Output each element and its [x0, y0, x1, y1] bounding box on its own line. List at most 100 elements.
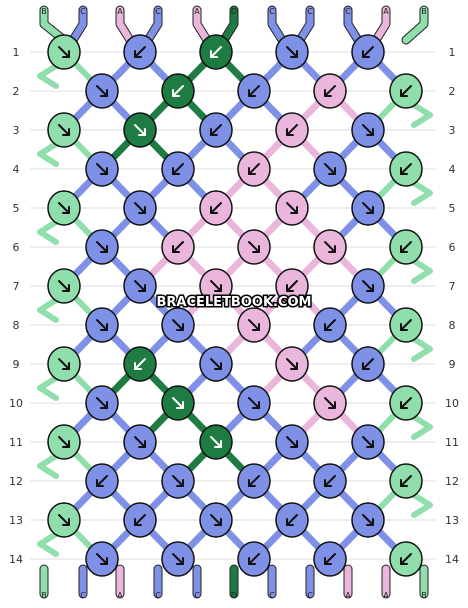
arrow-head-icon: [400, 401, 408, 409]
forward-arrow-icon: [210, 280, 222, 292]
arrow-head-icon: [248, 479, 256, 487]
knot: [199, 346, 233, 382]
forward-arrow-icon: [362, 514, 374, 526]
arrow-head-icon: [210, 128, 218, 136]
backward-arrow-icon: [134, 46, 146, 58]
knot: [237, 151, 271, 187]
backward-arrow-icon: [362, 46, 374, 58]
backward-arrow-icon: [134, 514, 146, 526]
knot: [85, 151, 119, 187]
knot: [389, 385, 423, 421]
backward-arrow-icon: [248, 475, 260, 487]
backward-arrow-icon: [400, 319, 412, 331]
arrow-head-icon: [400, 167, 408, 175]
arrow-head-icon: [138, 128, 146, 136]
forward-arrow-icon: [134, 124, 146, 136]
arrow-head-icon: [290, 50, 298, 58]
arrow-head-icon: [176, 479, 184, 487]
backward-arrow-icon: [172, 163, 184, 175]
arrow-head-icon: [62, 440, 70, 448]
row-number-left: 4: [13, 163, 20, 176]
row-number-right: 9: [449, 358, 456, 371]
edge-thread: [37, 297, 59, 323]
knot: [313, 385, 347, 421]
row-number-left: 8: [13, 319, 20, 332]
top-string: [372, 6, 390, 44]
knots: [47, 34, 423, 577]
arrow-head-icon: [214, 284, 222, 292]
edge-thread: [37, 531, 59, 557]
top-string: [296, 6, 314, 44]
backward-arrow-icon: [286, 280, 298, 292]
top-string-label: C: [345, 7, 351, 16]
row-number-right: 7: [449, 280, 456, 293]
bottom-string-label: C: [155, 591, 161, 600]
row-number-right: 14: [445, 553, 459, 566]
knot: [161, 151, 195, 187]
arrow-head-icon: [286, 518, 294, 526]
backward-arrow-icon: [172, 241, 184, 253]
forward-arrow-icon: [172, 553, 184, 565]
row-number-right: 13: [445, 514, 459, 527]
forward-arrow-icon: [134, 436, 146, 448]
top-string: [220, 6, 238, 44]
edge-thread: [37, 453, 59, 479]
knot: [389, 151, 423, 187]
row-number-right: 10: [445, 397, 459, 410]
knot: [161, 307, 195, 343]
knot: [237, 385, 271, 421]
knot: [313, 151, 347, 187]
knot: [237, 73, 271, 109]
arrow-head-icon: [328, 245, 336, 253]
forward-arrow-icon: [96, 319, 108, 331]
arrow-head-icon: [324, 323, 332, 331]
row-number-left: 12: [9, 475, 23, 488]
forward-arrow-icon: [286, 358, 298, 370]
backward-arrow-icon: [286, 514, 298, 526]
forward-arrow-icon: [324, 397, 336, 409]
knot: [199, 190, 233, 226]
knot: [351, 112, 385, 148]
knot: [47, 346, 81, 382]
forward-arrow-icon: [362, 124, 374, 136]
knot: [199, 502, 233, 538]
arrow-head-icon: [248, 89, 256, 97]
row-number-left: 3: [13, 124, 20, 137]
top-string-label: D: [231, 7, 237, 16]
knot: [275, 502, 309, 538]
bottom-string-label: C: [269, 591, 275, 600]
knot: [313, 541, 347, 577]
knot: [123, 502, 157, 538]
backward-arrow-icon: [134, 358, 146, 370]
row-number-left: 2: [13, 85, 20, 98]
arrow-head-icon: [100, 557, 108, 565]
knot: [237, 463, 271, 499]
arrow-head-icon: [366, 128, 374, 136]
bottom-string-label: B: [41, 591, 47, 600]
forward-arrow-icon: [172, 475, 184, 487]
arrow-head-icon: [214, 440, 222, 448]
top-string-label: B: [41, 7, 47, 16]
row-number-right: 6: [449, 241, 456, 254]
knot: [389, 229, 423, 265]
bottom-string-label: C: [194, 591, 200, 600]
arrow-head-icon: [366, 284, 374, 292]
forward-arrow-icon: [210, 358, 222, 370]
knot: [389, 73, 423, 109]
knot: [389, 463, 423, 499]
arrow-head-icon: [400, 323, 408, 331]
arrow-head-icon: [252, 245, 260, 253]
top-string-label: C: [307, 7, 313, 16]
arrow-head-icon: [134, 518, 142, 526]
forward-arrow-icon: [210, 514, 222, 526]
knot: [161, 385, 195, 421]
backward-arrow-icon: [248, 85, 260, 97]
forward-arrow-icon: [96, 241, 108, 253]
row-number-left: 13: [9, 514, 23, 527]
edge-thread: [411, 102, 433, 128]
arrow-head-icon: [100, 167, 108, 175]
top-string-label: B: [421, 7, 427, 16]
backward-arrow-icon: [400, 553, 412, 565]
